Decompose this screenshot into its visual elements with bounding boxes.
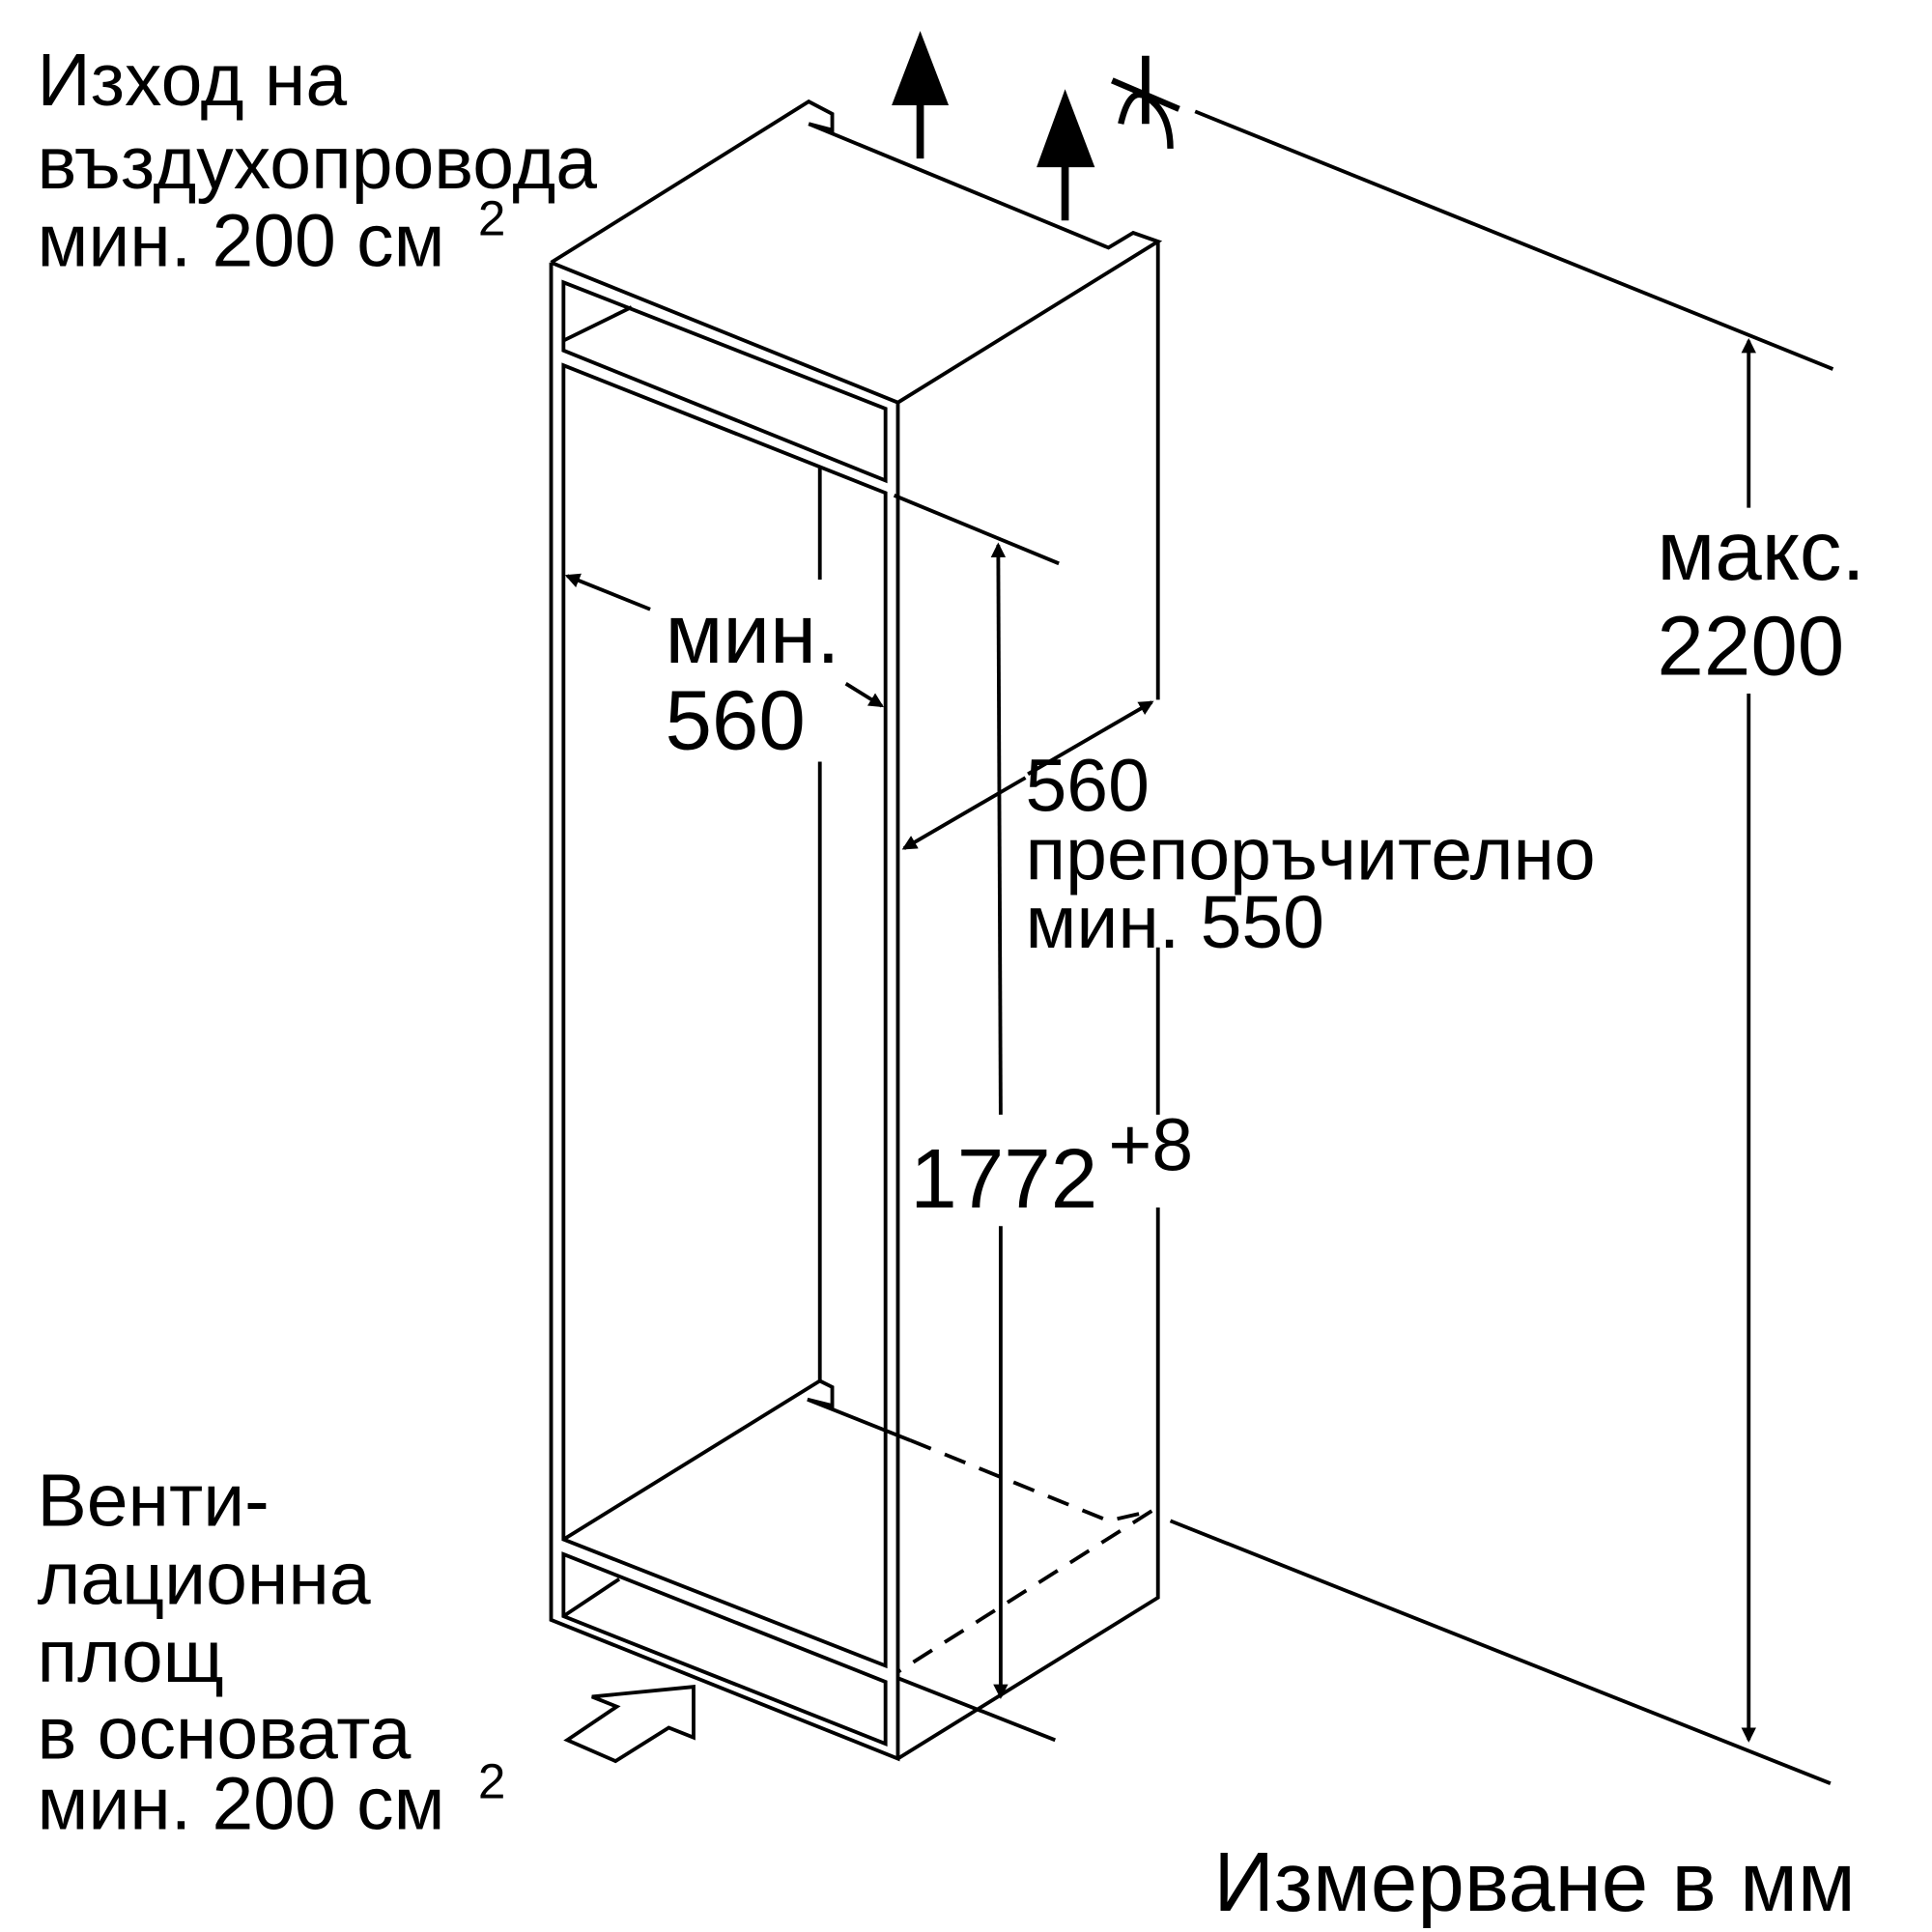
max-height-label: макс. [1657,504,1864,598]
depth-min-label: мин. 550 [1026,881,1324,964]
air-outlet-label: Изход на [37,39,347,122]
dimension-lines [564,109,1834,1785]
base-vent-label-2: лационна [37,1537,370,1620]
units-note: Измерване в мм [1213,1835,1855,1929]
min-width-label: мин. [665,587,839,681]
niche-height-tolerance: +8 [1108,1104,1193,1187]
base-vent-label-3: площ [37,1615,223,1698]
depth-recommended-label: препоръчително [1026,812,1596,895]
min-width-value: 560 [665,674,805,768]
airflow-in-arrow-icon [563,1685,696,1764]
cabinet-niche [549,99,1163,1762]
airflow-up-arrow-icon [892,31,1095,221]
break-symbol-icon [1111,55,1180,149]
base-vent-sup: 2 [478,1754,506,1809]
base-vent-label-4: в основата [37,1692,411,1776]
niche-height-value: 1772 [910,1132,1097,1226]
max-height-value: 2200 [1657,600,1844,694]
air-outlet-sup: 2 [478,191,506,246]
base-vent-label-1: Венти- [37,1459,269,1542]
base-vent-label-5: мин. 200 см [37,1763,444,1846]
air-outlet-label-2: въздухопровода [37,122,597,205]
depth-value: 560 [1026,745,1150,828]
air-outlet-label-3: мин. 200 см [37,200,444,283]
